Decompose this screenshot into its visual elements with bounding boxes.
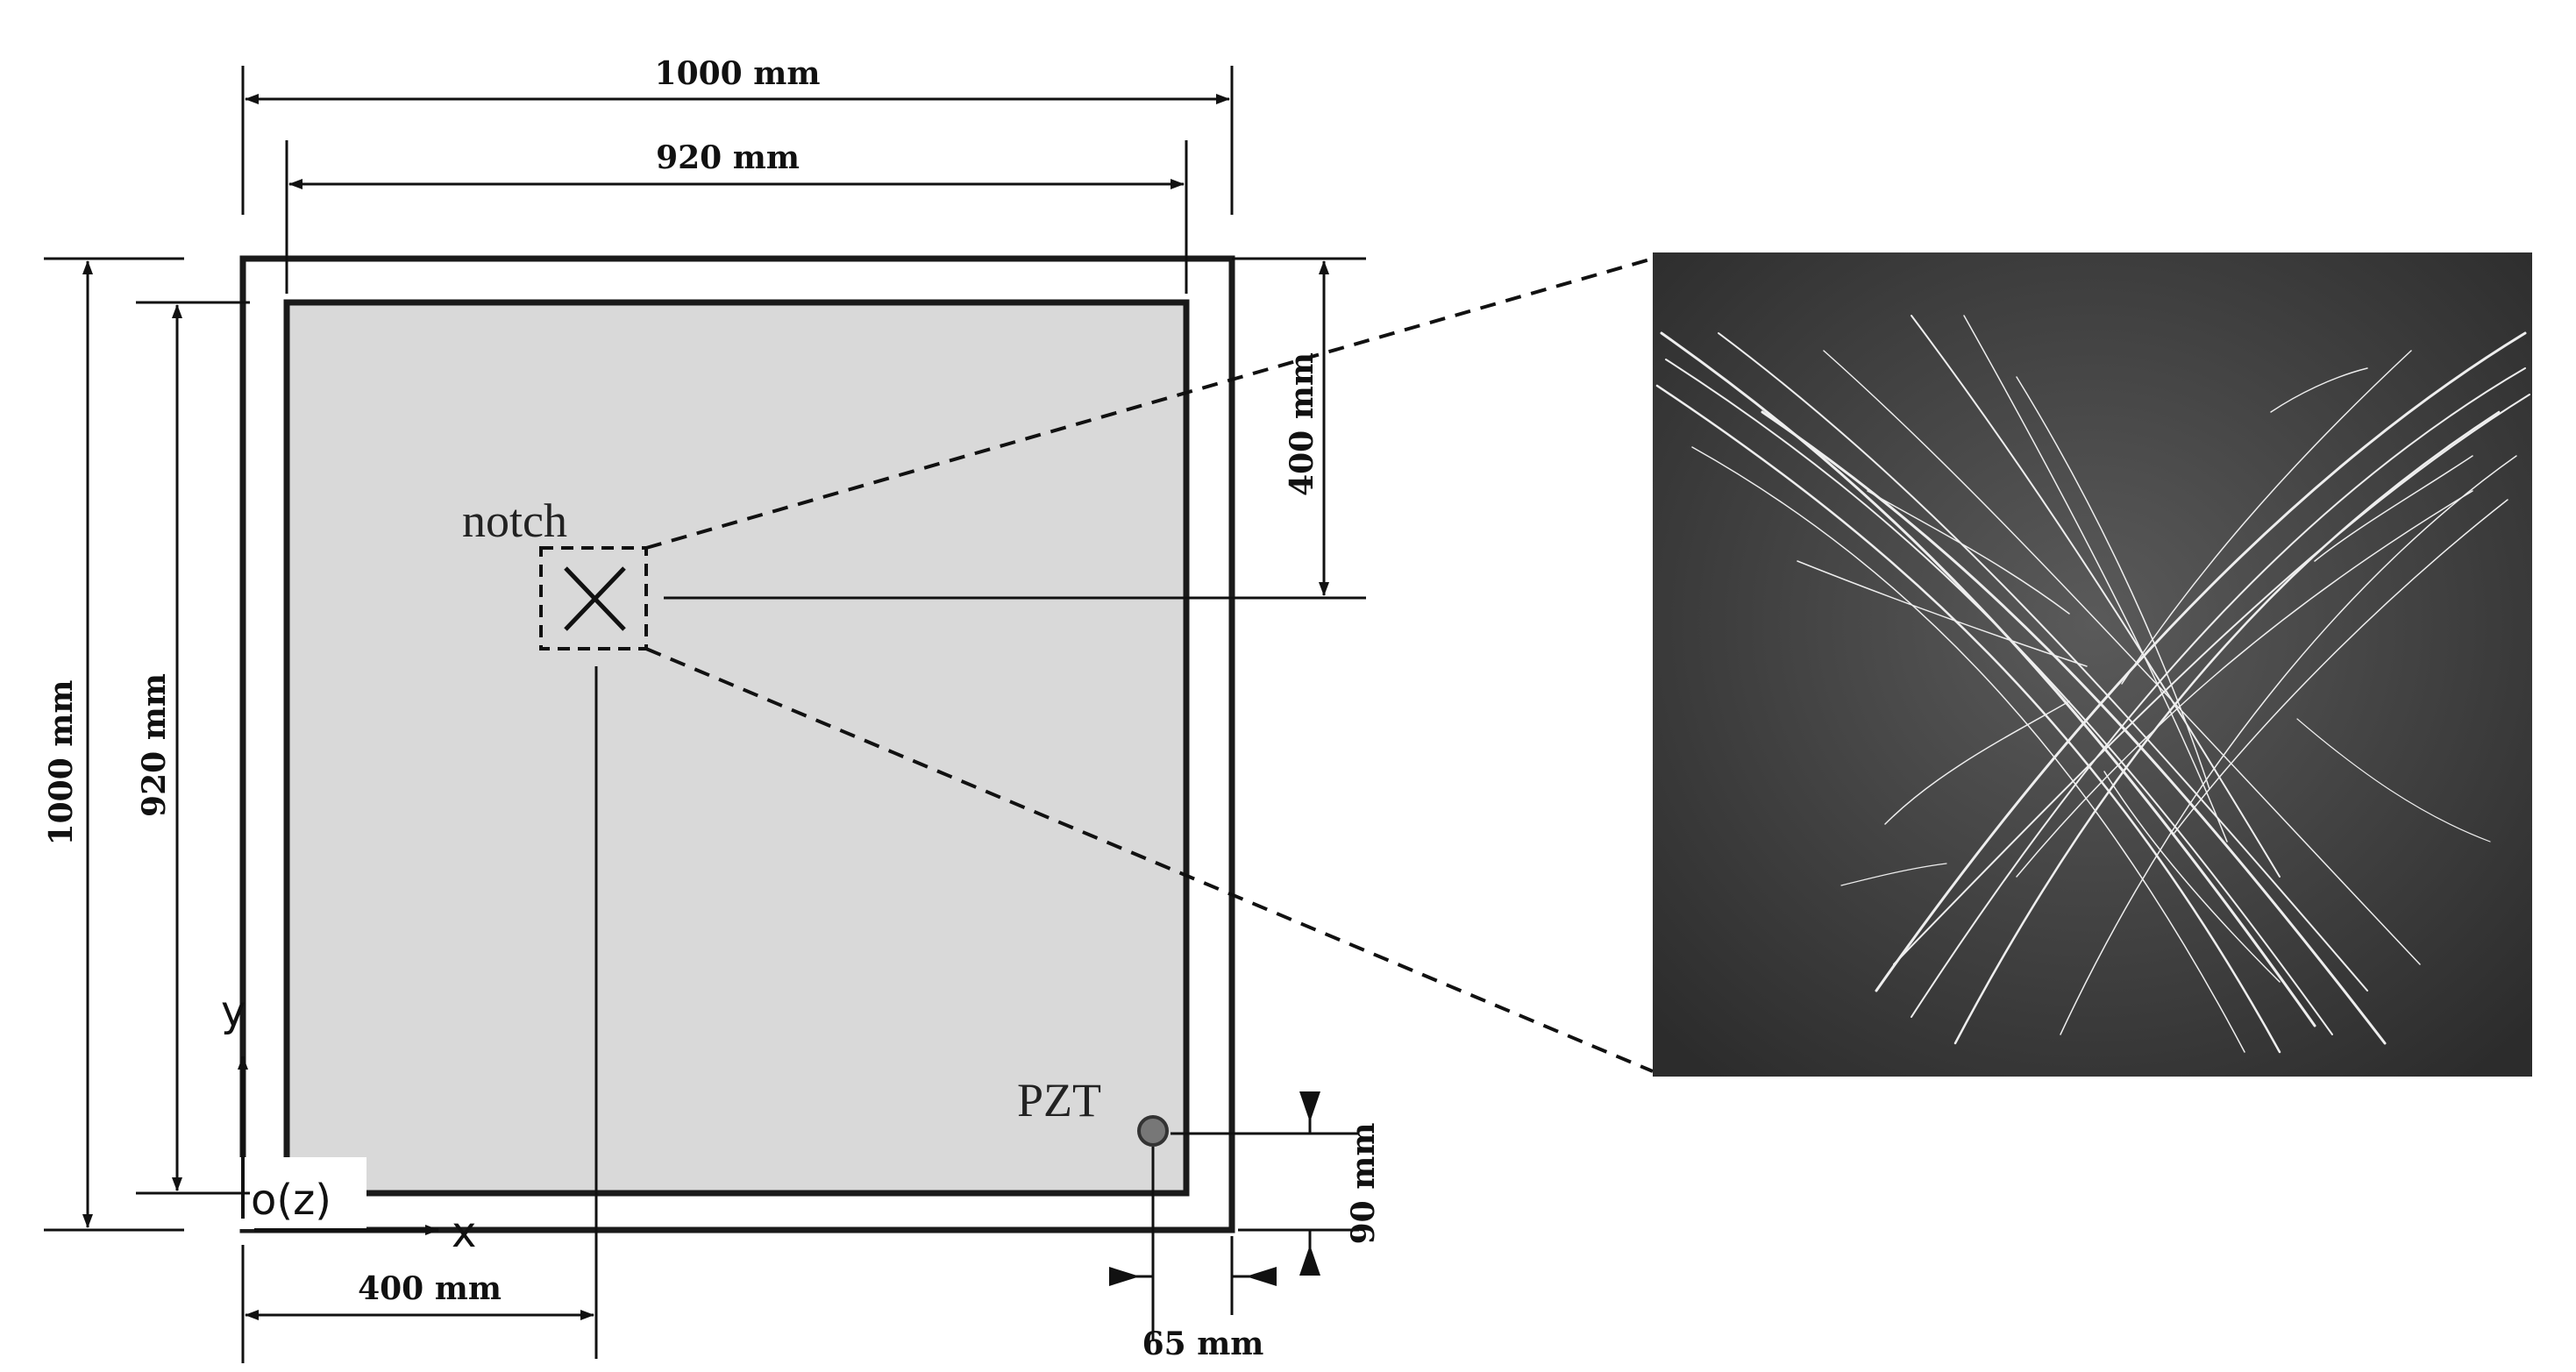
notch-top-offset-dimension: 400 mm: [1232, 257, 1366, 596]
crack-strands: [1655, 315, 2530, 1054]
inner-height-dimension: 920 mm: [136, 301, 250, 1195]
pzt-sensor: [1137, 1115, 1169, 1147]
origin-label-box: [237, 1157, 366, 1229]
outer-height-dimension: 1000 mm: [43, 257, 184, 1232]
pzt-y-offset-dimension: 90 mm: [1238, 1091, 1382, 1276]
origin-label: o(z): [251, 1176, 331, 1225]
pzt-x-offset-label: 65 mm: [1142, 1326, 1264, 1362]
notch-top-offset-label: 400 mm: [1284, 352, 1320, 496]
x-axis-label: x: [452, 1208, 476, 1257]
pzt-y-offset-label: 90 mm: [1345, 1123, 1382, 1245]
notch-x-offset-label: 400 mm: [358, 1270, 502, 1307]
pzt-label: PZT: [1017, 1074, 1101, 1127]
y-axis-label: y: [221, 987, 246, 1036]
outer-width-label: 1000 mm: [655, 55, 821, 92]
inner-width-dimension: 920 mm: [285, 139, 1188, 294]
inner-width-label: 920 mm: [656, 139, 800, 176]
plate-inner-panel: [283, 299, 1190, 1197]
notch-x-offset-dimension: 400 mm: [241, 1245, 594, 1363]
notch-photo: [1653, 252, 2532, 1077]
zoom-line-bottom: [645, 647, 1654, 1073]
pzt-x-offset-dimension: 65 mm: [1109, 1236, 1277, 1362]
inner-height-label: 920 mm: [136, 673, 173, 817]
outer-width-dimension: 1000 mm: [241, 55, 1234, 215]
outer-height-label: 1000 mm: [43, 680, 80, 846]
notch-marker: [539, 546, 648, 650]
zoom-line-top: [645, 257, 1654, 550]
notch-label: notch: [462, 494, 567, 547]
